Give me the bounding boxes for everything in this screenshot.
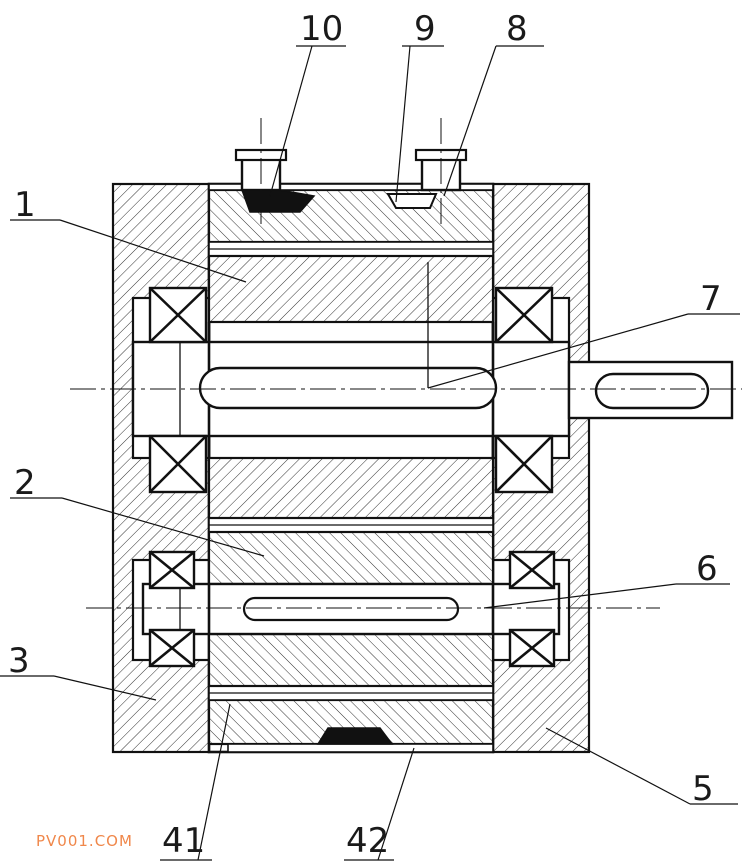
bearing-upper-right <box>494 286 554 494</box>
label-2: 2 <box>14 463 36 503</box>
centerlines <box>70 118 742 609</box>
upper-gear <box>207 254 495 520</box>
bearing-lower-right <box>508 550 556 668</box>
label-5: 5 <box>692 769 714 809</box>
label-3: 3 <box>8 641 30 681</box>
leader-lines <box>0 45 740 861</box>
inlet-port-fitting <box>234 148 316 213</box>
label-41: 41 <box>162 821 205 861</box>
bearing-upper-left <box>148 286 208 494</box>
label-10: 10 <box>300 9 343 49</box>
label-9: 9 <box>414 9 436 49</box>
label-6: 6 <box>696 549 718 589</box>
label-7: 7 <box>700 279 722 319</box>
label-8: 8 <box>506 9 528 49</box>
bearing-lower-left <box>148 550 196 668</box>
lower-driven-shaft <box>141 582 561 636</box>
lower-gear <box>207 530 495 688</box>
label-1: 1 <box>14 185 36 225</box>
label-42: 42 <box>346 821 389 861</box>
bottom-seal-pad <box>316 727 394 745</box>
watermark: PV001.COM <box>36 832 133 850</box>
part-labels: 1 2 3 5 6 7 8 9 10 41 42 <box>8 9 722 861</box>
